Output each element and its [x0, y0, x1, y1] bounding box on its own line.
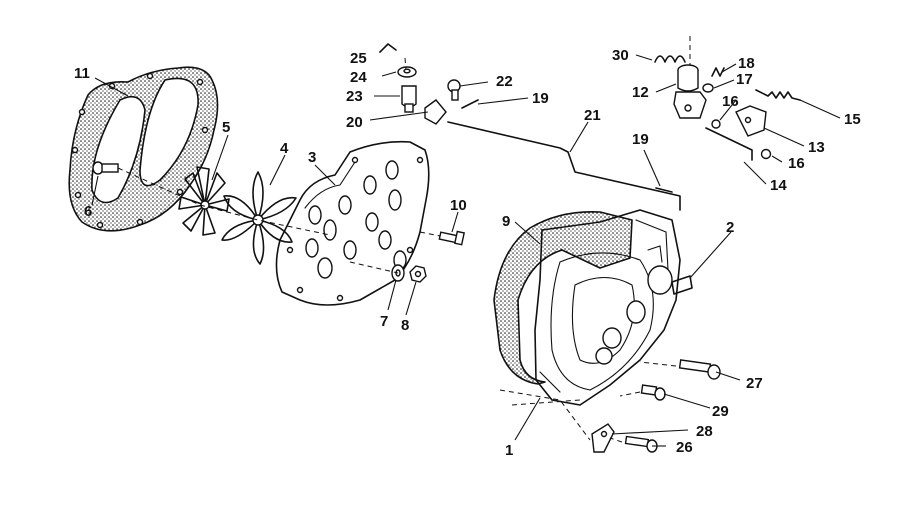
callout-29: 29	[712, 403, 729, 420]
callout-2: 2	[726, 219, 734, 236]
spring-part-15	[755, 89, 801, 101]
callout-4: 4	[280, 140, 289, 157]
plate-part-3	[275, 140, 430, 306]
spring-clip-part-25	[379, 43, 397, 53]
arm-part-13	[735, 105, 767, 137]
callout-28: 28	[696, 423, 713, 440]
rod-part-14	[705, 127, 753, 161]
pin-part-19-upper	[461, 99, 479, 109]
screw-part-16-upper	[711, 119, 721, 129]
callout-16-upper: 16	[722, 93, 739, 110]
impeller-part-4	[221, 171, 297, 265]
callout-19-upper: 19	[532, 90, 549, 107]
callout-21: 21	[584, 107, 601, 124]
callout-24: 24	[350, 69, 367, 86]
callout-26: 26	[676, 439, 693, 456]
callout-10: 10	[450, 197, 467, 214]
rear-gasket-part-11	[68, 66, 219, 232]
assembly-lines	[117, 57, 677, 443]
callout-20: 20	[346, 114, 363, 131]
callout-27: 27	[746, 375, 763, 392]
clip-part-28	[591, 423, 615, 453]
callout-9: 9	[502, 213, 510, 230]
callouts: 11 6 5 4 3 10 7 8 9 2 1 27 29 28 26 25 2…	[74, 47, 861, 459]
bushing-part-20	[424, 99, 447, 125]
callout-11: 11	[74, 65, 90, 82]
washer-part-17	[702, 83, 714, 93]
callout-23: 23	[346, 88, 363, 105]
callout-30: 30	[612, 47, 629, 64]
nut-part-8	[409, 265, 427, 283]
spring-part-30	[654, 55, 686, 63]
pin-part-23	[401, 85, 417, 113]
callout-5: 5	[222, 119, 230, 136]
callout-6: 6	[84, 203, 92, 220]
callout-7: 7	[380, 313, 388, 330]
screw-part-27	[678, 359, 721, 380]
callout-19-lower: 19	[632, 131, 649, 148]
callout-12: 12	[632, 84, 649, 101]
callout-8: 8	[401, 317, 409, 334]
stud-part-2	[671, 275, 693, 295]
callout-1: 1	[505, 442, 513, 459]
washer-part-24	[397, 66, 417, 78]
screw-part-6	[92, 161, 119, 175]
bolt-part-10	[438, 230, 465, 246]
impeller-part-5	[178, 166, 230, 236]
callout-22: 22	[496, 73, 513, 90]
rod-part-21	[447, 121, 681, 211]
screw-part-26	[624, 435, 658, 453]
callout-16-lower: 16	[788, 155, 805, 172]
callout-18: 18	[738, 55, 755, 72]
callout-3: 3	[308, 149, 316, 166]
screw-part-22	[447, 79, 461, 101]
link-body-part-12	[673, 64, 707, 119]
callout-13: 13	[808, 139, 825, 156]
pin-part-19-lower	[655, 187, 673, 193]
callout-15: 15	[844, 111, 861, 128]
leader-lines	[91, 54, 841, 447]
callout-17: 17	[736, 71, 753, 88]
housing-part-1	[534, 209, 681, 406]
callout-14: 14	[770, 177, 787, 194]
callout-25: 25	[350, 50, 367, 67]
housing-gasket-part-9	[493, 211, 633, 385]
screw-part-16-lower	[760, 148, 772, 160]
screw-part-29	[640, 384, 666, 401]
